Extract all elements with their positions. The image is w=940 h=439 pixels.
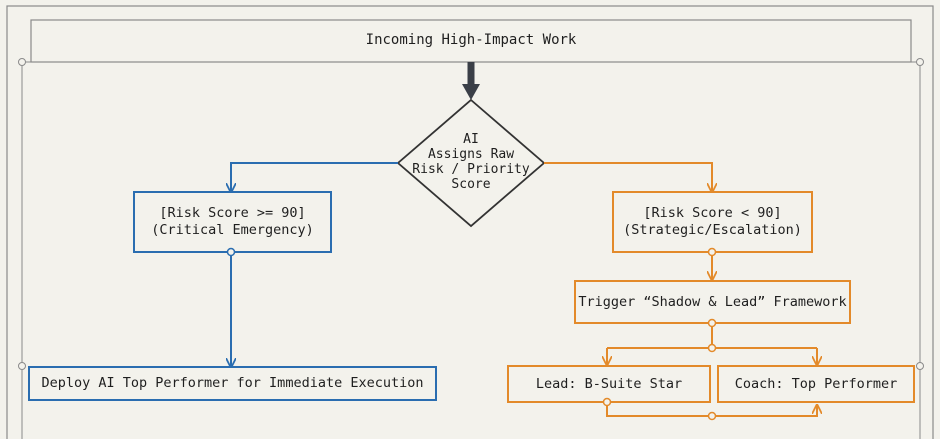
left-condition-label: [Risk Score >= 90] (Critical Emergency) [151, 205, 314, 238]
frame-anchor-mid-right [916, 362, 924, 370]
lead-bottom-anchor [602, 397, 612, 407]
left-action-label: Deploy AI Top Performer for Immediate Ex… [41, 375, 424, 392]
frame-anchor-top-left [18, 58, 26, 66]
header-title: Incoming High-Impact Work [365, 32, 577, 49]
left-condition-anchor [226, 247, 236, 257]
right-condition-box[interactable] [612, 191, 813, 253]
left-condition-box[interactable] [133, 191, 332, 253]
frame-anchor-mid-left [18, 362, 26, 370]
trigger-anchor [707, 318, 717, 328]
decision-diamond[interactable] [396, 98, 546, 228]
entry-arrow-head [462, 84, 480, 100]
left-action-box[interactable] [28, 366, 437, 401]
left-branch-connector [231, 162, 398, 191]
split-anchor [707, 343, 717, 353]
lead-label: Lead: B-Suite Star [535, 375, 683, 392]
right-condition-anchor [707, 247, 717, 257]
right-branch-connector [544, 162, 712, 191]
lead-box[interactable] [507, 365, 711, 403]
outer-frame [6, 5, 934, 439]
coach-label: Coach: Top Performer [734, 375, 898, 392]
feedback-loop-anchor [707, 411, 717, 421]
right-condition-label: [Risk Score < 90] (Strategic/Escalation) [623, 205, 802, 238]
coach-box[interactable] [717, 365, 915, 403]
frame-anchor-top-right [916, 58, 924, 66]
trigger-box[interactable] [574, 280, 851, 324]
header-box[interactable] [30, 19, 912, 63]
trigger-label: Trigger “Shadow & Lead” Framework [578, 293, 847, 310]
decision-label: AI Assigns Raw Risk / Priority Score [412, 132, 530, 192]
